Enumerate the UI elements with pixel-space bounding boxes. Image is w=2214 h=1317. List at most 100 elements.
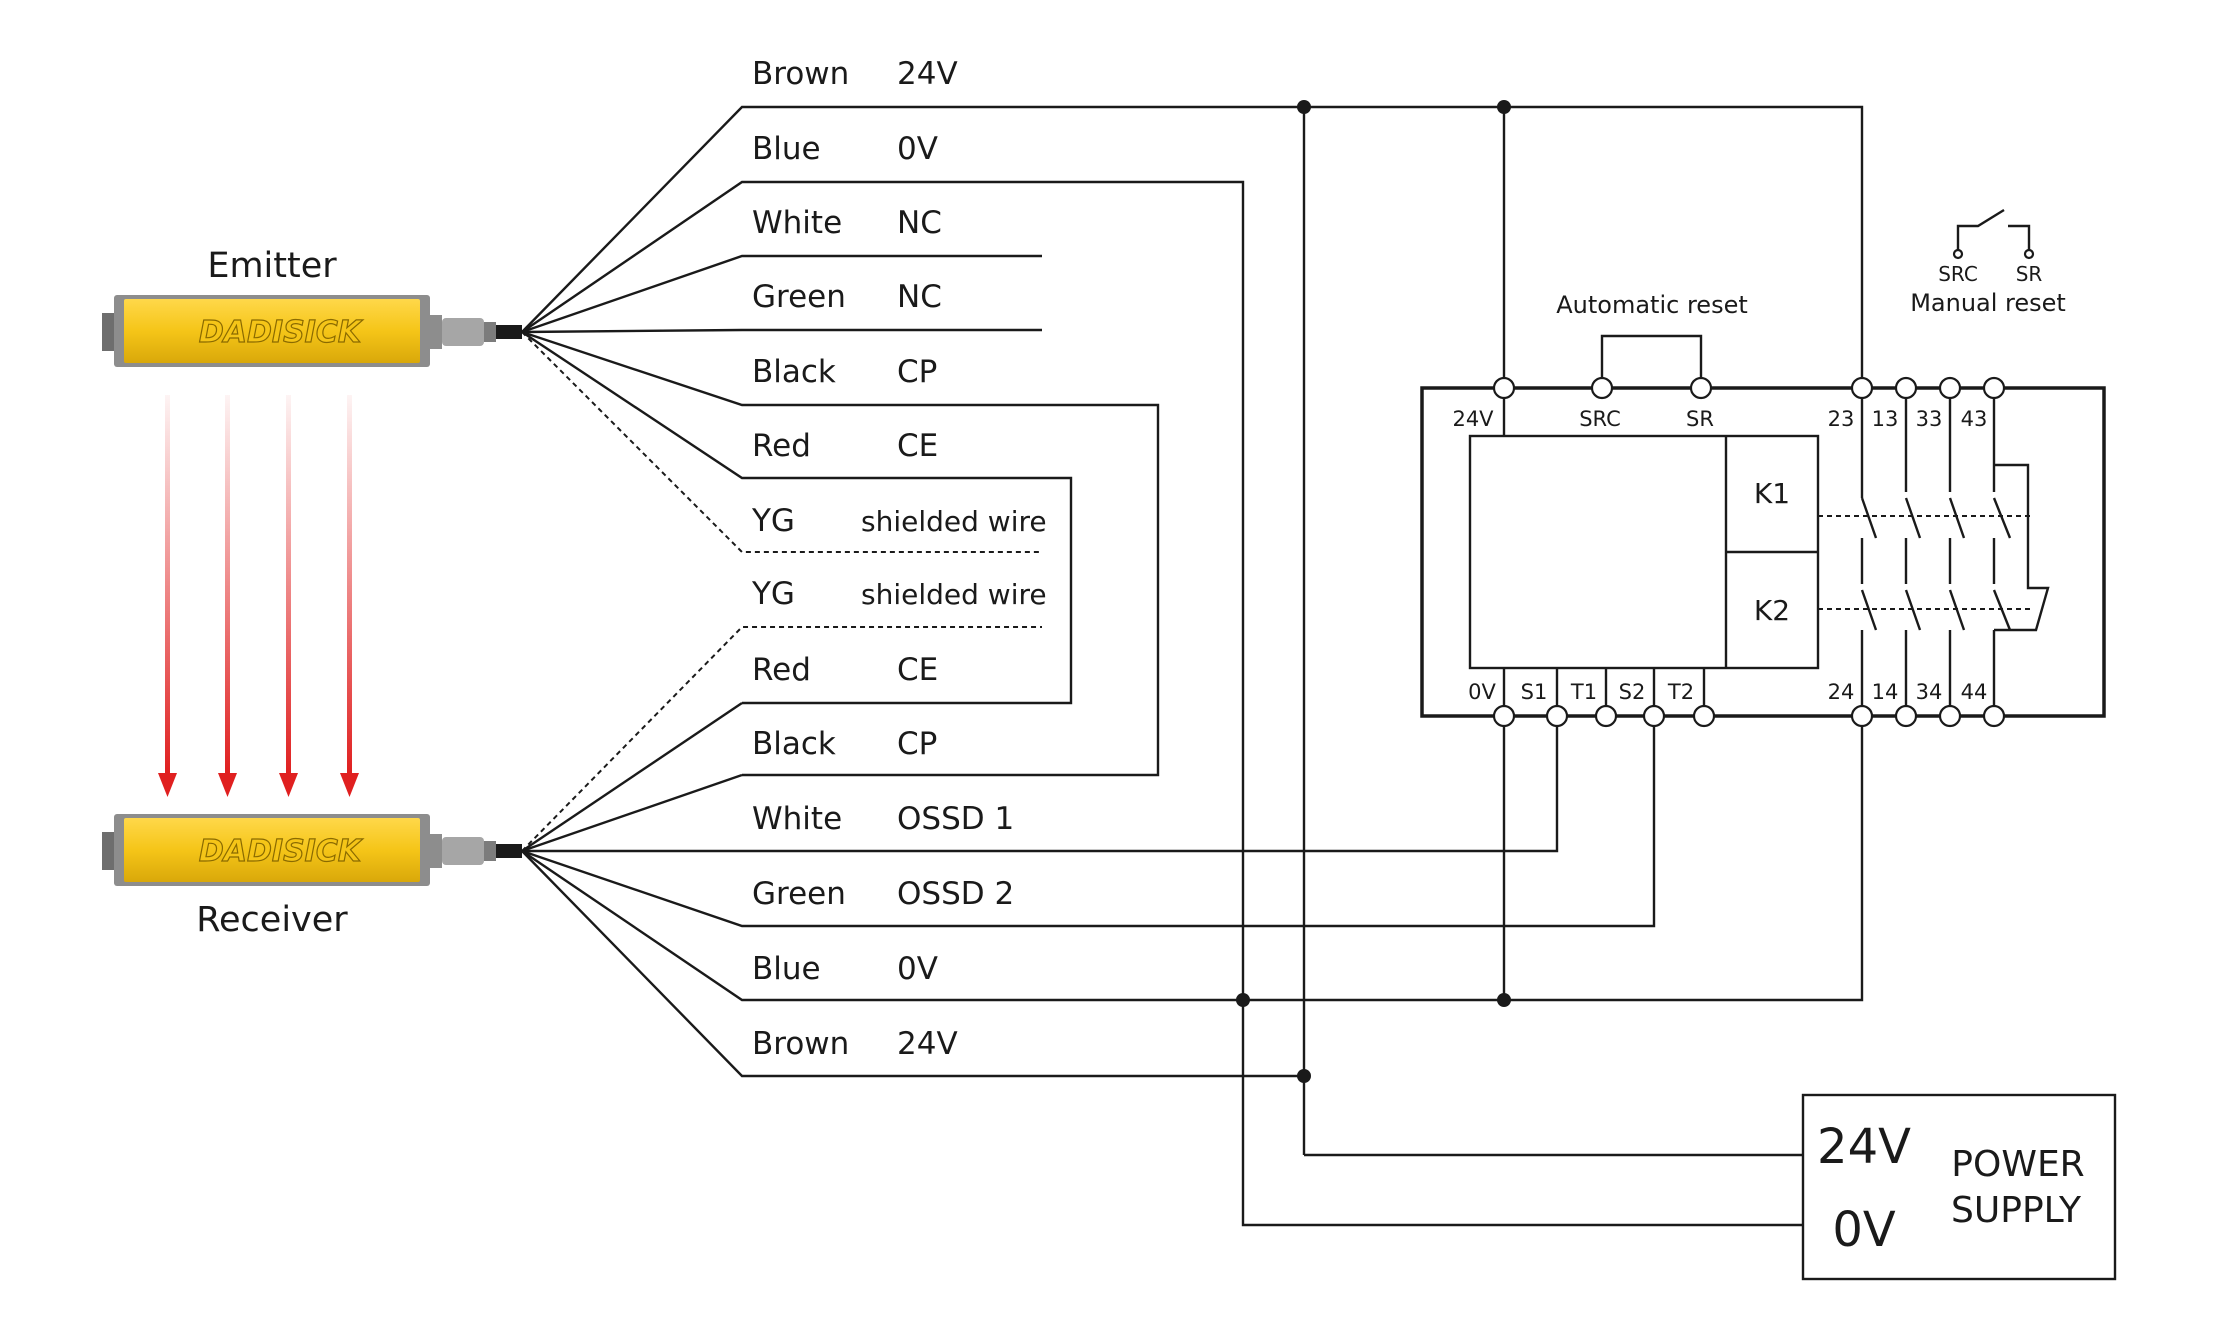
junction-dot bbox=[1236, 993, 1250, 1007]
beam-arrow bbox=[279, 395, 298, 797]
wire-color-label: YG bbox=[751, 503, 795, 539]
wire-emitter-white bbox=[521, 254, 1042, 334]
wire-signal-label: CE bbox=[897, 652, 938, 688]
wire-emitter-black bbox=[521, 330, 1160, 777]
wire-emitter-red bbox=[521, 331, 1073, 705]
manual-reset-label: Manual reset bbox=[1910, 289, 2066, 317]
junction-dot bbox=[1497, 993, 1511, 1007]
terminal bbox=[1850, 704, 1874, 728]
terminal bbox=[1894, 376, 1918, 400]
wire-signal-label: OSSD 1 bbox=[897, 801, 1014, 837]
wire-receiver-blue bbox=[521, 716, 1864, 1002]
manual-reset-sr-label: SR bbox=[2016, 262, 2043, 286]
wire-color-label: Black bbox=[752, 354, 836, 390]
power-supply-24v-label: 24V bbox=[1817, 1119, 1911, 1175]
wire-signal-label: shielded wire bbox=[861, 505, 1047, 538]
terminal bbox=[1642, 704, 1666, 728]
junction-dots bbox=[1236, 100, 1511, 1083]
terminal-label: 34 bbox=[1916, 680, 1943, 704]
wire-color-label: Red bbox=[752, 428, 811, 464]
terminal-label: 44 bbox=[1961, 680, 1988, 704]
terminal bbox=[1545, 704, 1569, 728]
wire-emitter-brown bbox=[521, 105, 1864, 388]
relay-k2-label: K2 bbox=[1754, 594, 1790, 627]
emitter-wire-labels: Brown 24V Blue 0V White NC Green NC Blac… bbox=[751, 56, 1047, 539]
terminal-label: SR bbox=[1686, 407, 1714, 431]
receiver-wires bbox=[521, 626, 1864, 1078]
terminal-label: 13 bbox=[1872, 407, 1899, 431]
wire-emitter-green bbox=[521, 328, 1042, 334]
wire-emitter-blue bbox=[521, 180, 1803, 1227]
wire-color-label: White bbox=[752, 801, 842, 837]
wire-signal-label: 0V bbox=[897, 951, 938, 987]
wire-color-label: Green bbox=[752, 279, 846, 315]
wire-color-label: Blue bbox=[752, 951, 821, 987]
wire-color-label: Brown bbox=[752, 56, 849, 92]
wire-color-label: Blue bbox=[752, 131, 821, 167]
terminal-label: 33 bbox=[1916, 407, 1943, 431]
relay-contacts bbox=[1818, 463, 2050, 632]
power-supply-title-line2: SUPPLY bbox=[1951, 1190, 2082, 1231]
wire-receiver-black bbox=[521, 773, 743, 853]
wire-signal-label: 0V bbox=[897, 131, 938, 167]
emitter-wires bbox=[521, 105, 1864, 1227]
light-beams bbox=[158, 395, 359, 797]
wire-signal-label: 24V bbox=[897, 1026, 958, 1062]
emitter-device: DADISICK bbox=[102, 295, 522, 367]
terminal bbox=[1492, 704, 1516, 728]
junction-dot bbox=[1497, 100, 1511, 114]
junction-dot bbox=[1297, 1069, 1311, 1083]
manual-reset-src-label: SRC bbox=[1938, 262, 1978, 286]
wire-receiver-white bbox=[522, 716, 1559, 853]
relay-top-terminals: 24V SRC SR 23 13 33 43 bbox=[1452, 376, 2006, 431]
wire-signal-label: OSSD 2 bbox=[897, 876, 1014, 912]
terminal bbox=[1982, 376, 2006, 400]
terminal bbox=[1894, 704, 1918, 728]
supply-wiring bbox=[1302, 107, 1803, 1157]
wire-signal-label: NC bbox=[897, 279, 942, 315]
terminal-label: T2 bbox=[1667, 680, 1694, 704]
terminal-label: 14 bbox=[1872, 680, 1899, 704]
terminal-label: S1 bbox=[1521, 680, 1548, 704]
terminal bbox=[1938, 704, 1962, 728]
beam-arrow bbox=[158, 395, 177, 797]
terminal-label: 43 bbox=[1961, 407, 1988, 431]
receiver-brand-logo: DADISICK bbox=[199, 834, 364, 869]
wire-signal-label: shielded wire bbox=[861, 578, 1047, 611]
wire-color-label: White bbox=[752, 205, 842, 241]
safety-relay: K1 K2 bbox=[1420, 208, 2106, 728]
junction-dot bbox=[1297, 100, 1311, 114]
wire-signal-label: CP bbox=[897, 726, 937, 762]
terminal-label: S2 bbox=[1619, 680, 1646, 704]
power-supply-0v-label: 0V bbox=[1832, 1202, 1896, 1258]
manual-reset-switch-icon: SRC SR bbox=[1938, 208, 2043, 286]
wire-color-label: Black bbox=[752, 726, 836, 762]
power-supply-box bbox=[1801, 1093, 2117, 1281]
wire-receiver-red bbox=[521, 702, 743, 852]
terminal bbox=[1850, 376, 1874, 400]
beam-arrow bbox=[340, 395, 359, 797]
receiver-label: Receiver bbox=[196, 900, 348, 940]
power-supply-title-line1: POWER bbox=[1951, 1144, 2084, 1185]
terminal-label: T1 bbox=[1570, 680, 1597, 704]
receiver-device: DADISICK bbox=[102, 814, 522, 886]
wire-color-label: Brown bbox=[752, 1026, 849, 1062]
terminal-label: SRC bbox=[1579, 407, 1621, 431]
relay-housing bbox=[1420, 386, 2106, 718]
automatic-reset-label: Automatic reset bbox=[1556, 291, 1748, 319]
terminal bbox=[1938, 376, 1962, 400]
wire-signal-label: CE bbox=[897, 428, 938, 464]
wire-emitter-shield bbox=[521, 331, 1042, 553]
terminal bbox=[1692, 704, 1716, 728]
terminal-label: 24 bbox=[1828, 680, 1855, 704]
terminal-label: 24V bbox=[1452, 407, 1494, 431]
wire-signal-label: NC bbox=[897, 205, 942, 241]
wire-signal-label: 24V bbox=[897, 56, 958, 92]
relay-k1-label: K1 bbox=[1754, 477, 1790, 510]
terminal-label: 23 bbox=[1828, 407, 1855, 431]
wire-color-label: Red bbox=[752, 652, 811, 688]
wire-receiver-green bbox=[521, 716, 1656, 928]
wire-receiver-brown bbox=[521, 850, 1304, 1078]
relay-bottom-terminals: 0V S1 T1 S2 T2 24 14 34 44 bbox=[1468, 680, 2006, 728]
